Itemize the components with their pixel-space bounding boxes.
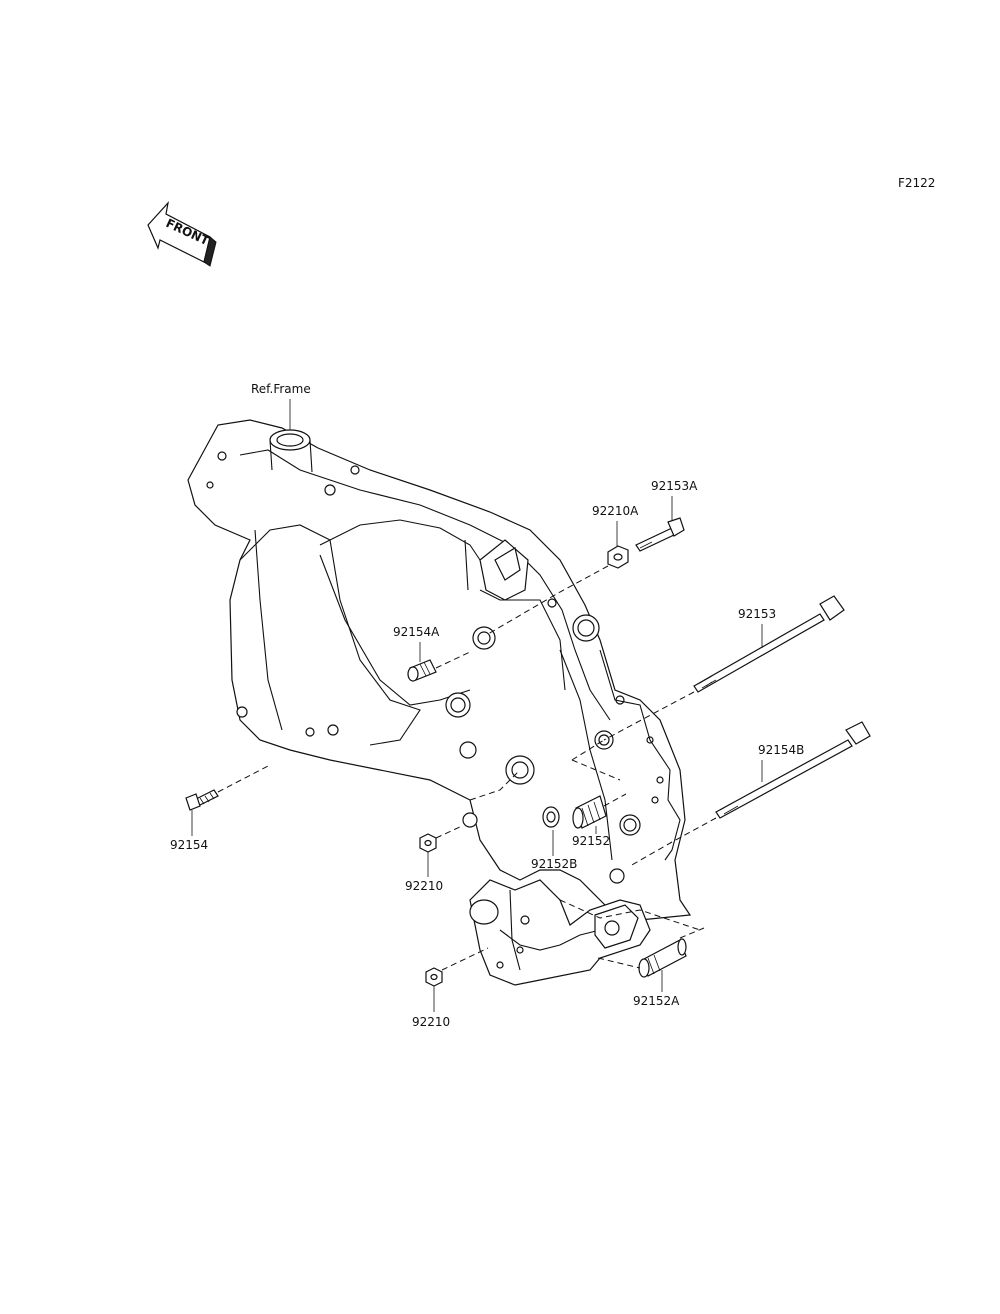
nut-92210A[interactable] (607, 545, 629, 569)
label-92152B: 92152B (531, 857, 577, 871)
front-arrow-icon: FRONT (147, 201, 217, 267)
label-92153: 92153 (738, 607, 776, 621)
centerline-92210A (487, 565, 609, 635)
frame-drawing (187, 419, 692, 921)
bolt-92154[interactable] (185, 789, 219, 811)
bolt-92153[interactable] (693, 595, 845, 693)
centerline-92152A (597, 927, 705, 969)
centerline-92152 (603, 793, 627, 807)
collar-92152A[interactable] (638, 938, 687, 978)
centerline-92210-upper (435, 825, 463, 839)
centerline-92153 (603, 691, 695, 741)
centerline-assembly-1 (571, 739, 621, 781)
ref-frame-label: Ref.Frame (251, 382, 311, 396)
bolt-92154A[interactable] (407, 659, 437, 682)
label-92210-upper: 92210 (405, 879, 443, 893)
centerline-92154A (435, 651, 471, 669)
label-92154B: 92154B (758, 743, 804, 757)
bolt-92153A[interactable] (635, 517, 685, 552)
label-92152A: 92152A (633, 994, 680, 1008)
label-92152: 92152 (572, 834, 610, 848)
centerline-assembly-2 (469, 769, 521, 801)
lower-bracket-drawing (469, 879, 651, 986)
spacer-92152B[interactable] (542, 806, 560, 828)
label-92210A: 92210A (592, 504, 639, 518)
figure-code: F2122 (898, 176, 935, 190)
label-92154A: 92154A (393, 625, 440, 639)
label-92153A: 92153A (651, 479, 698, 493)
nut-92210-lower[interactable] (425, 967, 443, 987)
nut-92210-upper[interactable] (419, 833, 437, 853)
collar-92152[interactable] (572, 795, 607, 829)
centerline-assembly-3 (559, 899, 701, 931)
label-92210-lower: 92210 (412, 1015, 450, 1029)
centerline-92210-lower (441, 947, 489, 971)
centerline-92154B (629, 817, 717, 867)
centerline-92154 (217, 765, 269, 793)
bolt-92154B[interactable] (715, 721, 871, 819)
label-92154: 92154 (170, 838, 208, 852)
